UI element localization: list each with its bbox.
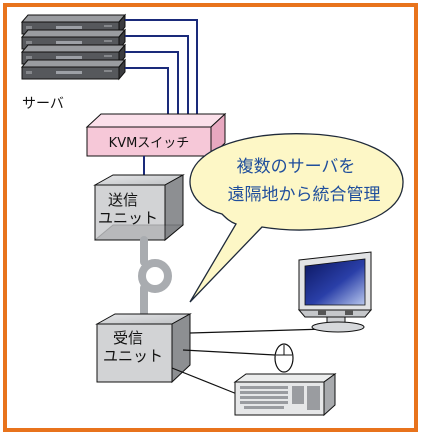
receiver-unit [95, 313, 192, 384]
callout-text-line1: 複数のサーバを [237, 157, 356, 177]
diagram-frame [3, 3, 418, 432]
server-rack-icon [20, 13, 127, 81]
server-label: サーバ [22, 96, 64, 112]
kvm-switch [85, 112, 227, 158]
transmitter-label-line1: 送信 [108, 191, 138, 209]
callout-text-line2: 遠隔地から統合管理 [228, 185, 381, 205]
keyboard-icon [233, 373, 337, 417]
kvm-switch-label: KVMスイッチ [109, 136, 190, 151]
transmitter-label-line2: ユニット [98, 209, 158, 227]
peripheral-cables [171, 328, 327, 395]
mouse-icon [274, 343, 294, 373]
receiver-label-line2: ユニット [103, 347, 163, 365]
transmitter-unit [93, 174, 185, 242]
callout-bubble [189, 133, 404, 303]
receiver-label-line1: 受信 [113, 329, 143, 347]
extension-cable [138, 236, 172, 322]
monitor-icon [297, 251, 373, 333]
server-cables [125, 19, 198, 115]
